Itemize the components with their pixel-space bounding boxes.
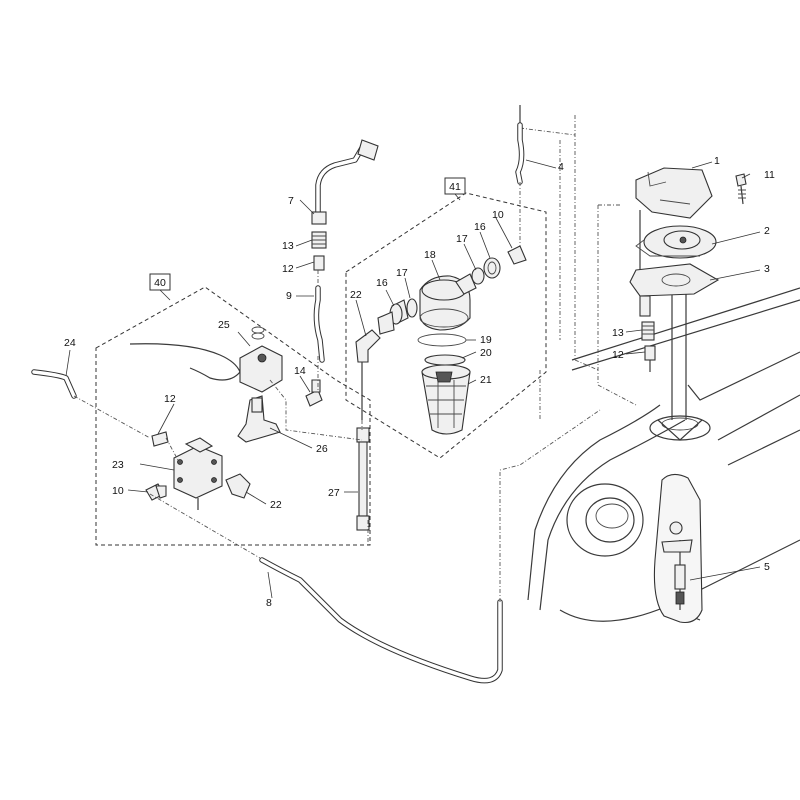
part-22-elbow <box>355 329 381 420</box>
callout-16-right: 16 <box>474 221 486 233</box>
callout-12-upper: 12 <box>282 263 294 275</box>
callout-20: 20 <box>480 347 492 359</box>
callout-leaders <box>65 159 761 599</box>
part-23-regulator <box>173 437 223 510</box>
callout-7: 7 <box>288 195 294 207</box>
group-40-label: 40 <box>154 277 166 289</box>
callout-4: 4 <box>558 161 564 173</box>
group-41-label: 41 <box>449 181 461 193</box>
flow-lines <box>73 182 601 602</box>
callout-17-right: 17 <box>456 233 468 245</box>
callout-22-upper: 22 <box>350 289 362 301</box>
filler-neck <box>566 483 644 557</box>
callout-10-left: 10 <box>112 485 124 497</box>
parts-16-17-10-right <box>471 245 527 285</box>
part-22-lower-elbow <box>225 473 251 499</box>
callout-labels: 1 2 3 4 5 7 8 9 10 10 11 12 12 12 13 13 … <box>64 155 775 609</box>
sensor-column <box>639 210 711 441</box>
callout-27: 27 <box>328 487 340 499</box>
part-19-20-rings <box>417 333 467 366</box>
callout-14: 14 <box>294 365 306 377</box>
part-10-left-elbow <box>145 483 167 501</box>
callout-11: 11 <box>764 169 775 181</box>
parts-16-17-left <box>377 298 418 335</box>
part-3-plate <box>629 263 720 297</box>
callout-9: 9 <box>286 290 292 302</box>
callout-23: 23 <box>112 459 124 471</box>
pipes <box>31 122 525 684</box>
group-40-box <box>95 286 371 546</box>
part-5-inset <box>653 473 703 624</box>
callout-19: 19 <box>480 334 492 346</box>
part-14-fitting <box>305 379 323 407</box>
part-27-tube <box>356 427 370 531</box>
callout-12-left: 12 <box>164 393 176 405</box>
callout-18: 18 <box>424 249 436 261</box>
part-21-filter-bowl <box>421 364 471 435</box>
callout-25: 25 <box>218 319 230 331</box>
callout-5: 5 <box>764 561 770 573</box>
part-12-left-fitting <box>151 431 169 447</box>
part-2-sensor-head <box>635 225 717 259</box>
part-11-screw <box>735 173 747 205</box>
right-fittings <box>639 295 656 372</box>
callout-24: 24 <box>64 337 76 349</box>
part-1-cap <box>635 167 713 219</box>
part-25-solenoid <box>129 326 283 393</box>
callout-12-right: 12 <box>612 349 624 361</box>
part-26-valve <box>237 395 281 443</box>
callout-16-left: 16 <box>376 277 388 289</box>
callout-26: 26 <box>316 443 328 455</box>
sensor-guide-line <box>597 204 637 406</box>
callout-3: 3 <box>764 263 770 275</box>
guide-lines-right <box>559 115 576 360</box>
callout-13-upper: 13 <box>282 240 294 252</box>
group-41-box <box>345 192 547 459</box>
part-18-filter-head <box>419 273 477 331</box>
callout-13-right: 13 <box>612 327 624 339</box>
callout-10-right: 10 <box>492 209 504 221</box>
guide-corner <box>519 127 599 371</box>
callout-8: 8 <box>266 597 272 609</box>
callout-2: 2 <box>764 225 770 237</box>
callout-21: 21 <box>480 374 492 386</box>
callout-22-lower: 22 <box>270 499 282 511</box>
callout-1: 1 <box>714 155 720 167</box>
callout-17-left: 17 <box>396 267 408 279</box>
